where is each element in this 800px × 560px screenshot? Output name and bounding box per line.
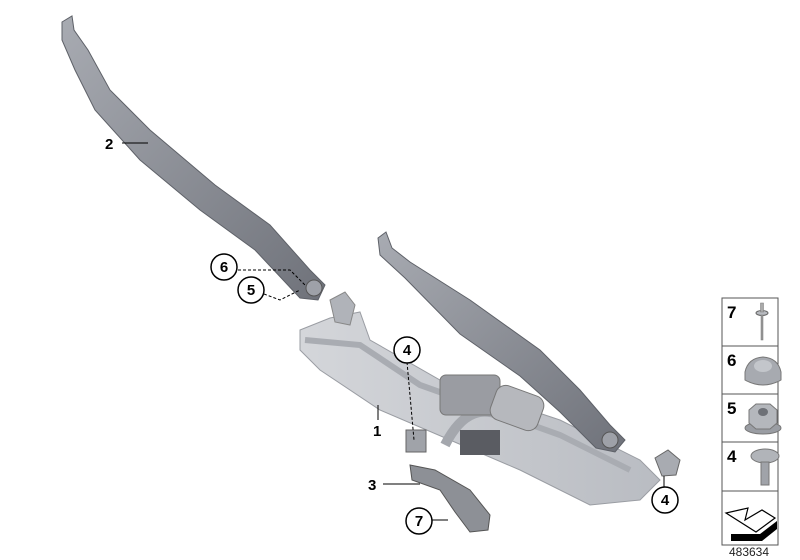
svg-text:7: 7 [415,513,423,530]
mounting-bracket [409,464,491,533]
grommet [405,429,427,453]
hex-nut-icon [744,403,782,435]
direction-arrow-icon [724,507,777,541]
leader-lines [122,142,665,521]
wiper-arm-left [61,15,326,301]
diagram-number: 483634 [729,545,769,559]
callout-4-center[interactable]: 4 [393,336,421,364]
rivet-icon [755,302,769,341]
cap-nut-icon [744,356,782,386]
wiper-motor [439,374,545,455]
legend-item-4[interactable]: 4 [727,447,780,486]
svg-text:6: 6 [727,351,736,370]
callout-1[interactable]: 1 [373,423,381,440]
parts-legend: 7 6 5 4 [721,297,782,546]
svg-text:1: 1 [373,423,381,440]
legend-item-5[interactable]: 5 [727,399,782,435]
callout-4-right[interactable]: 4 [651,486,679,514]
callout-2[interactable]: 2 [105,136,113,153]
svg-text:6: 6 [220,259,228,276]
callout-5[interactable]: 5 [237,276,265,304]
svg-text:7: 7 [727,303,736,322]
screw-icon [750,448,780,486]
svg-text:2: 2 [105,136,113,153]
callout-3[interactable]: 3 [368,477,376,494]
svg-text:3: 3 [368,477,376,494]
wiper-arm-right [377,231,626,453]
svg-text:5: 5 [247,282,255,299]
svg-text:4: 4 [403,342,412,359]
svg-text:5: 5 [727,399,736,418]
svg-text:4: 4 [661,492,670,509]
legend-item-direction [724,507,777,541]
wiper-linkage-end-clip [654,449,681,477]
callout-6[interactable]: 6 [210,253,238,281]
callout-7[interactable]: 7 [405,507,433,535]
svg-text:4: 4 [727,447,737,466]
legend-item-6[interactable]: 6 [727,351,782,386]
legend-item-7[interactable]: 7 [727,302,769,341]
